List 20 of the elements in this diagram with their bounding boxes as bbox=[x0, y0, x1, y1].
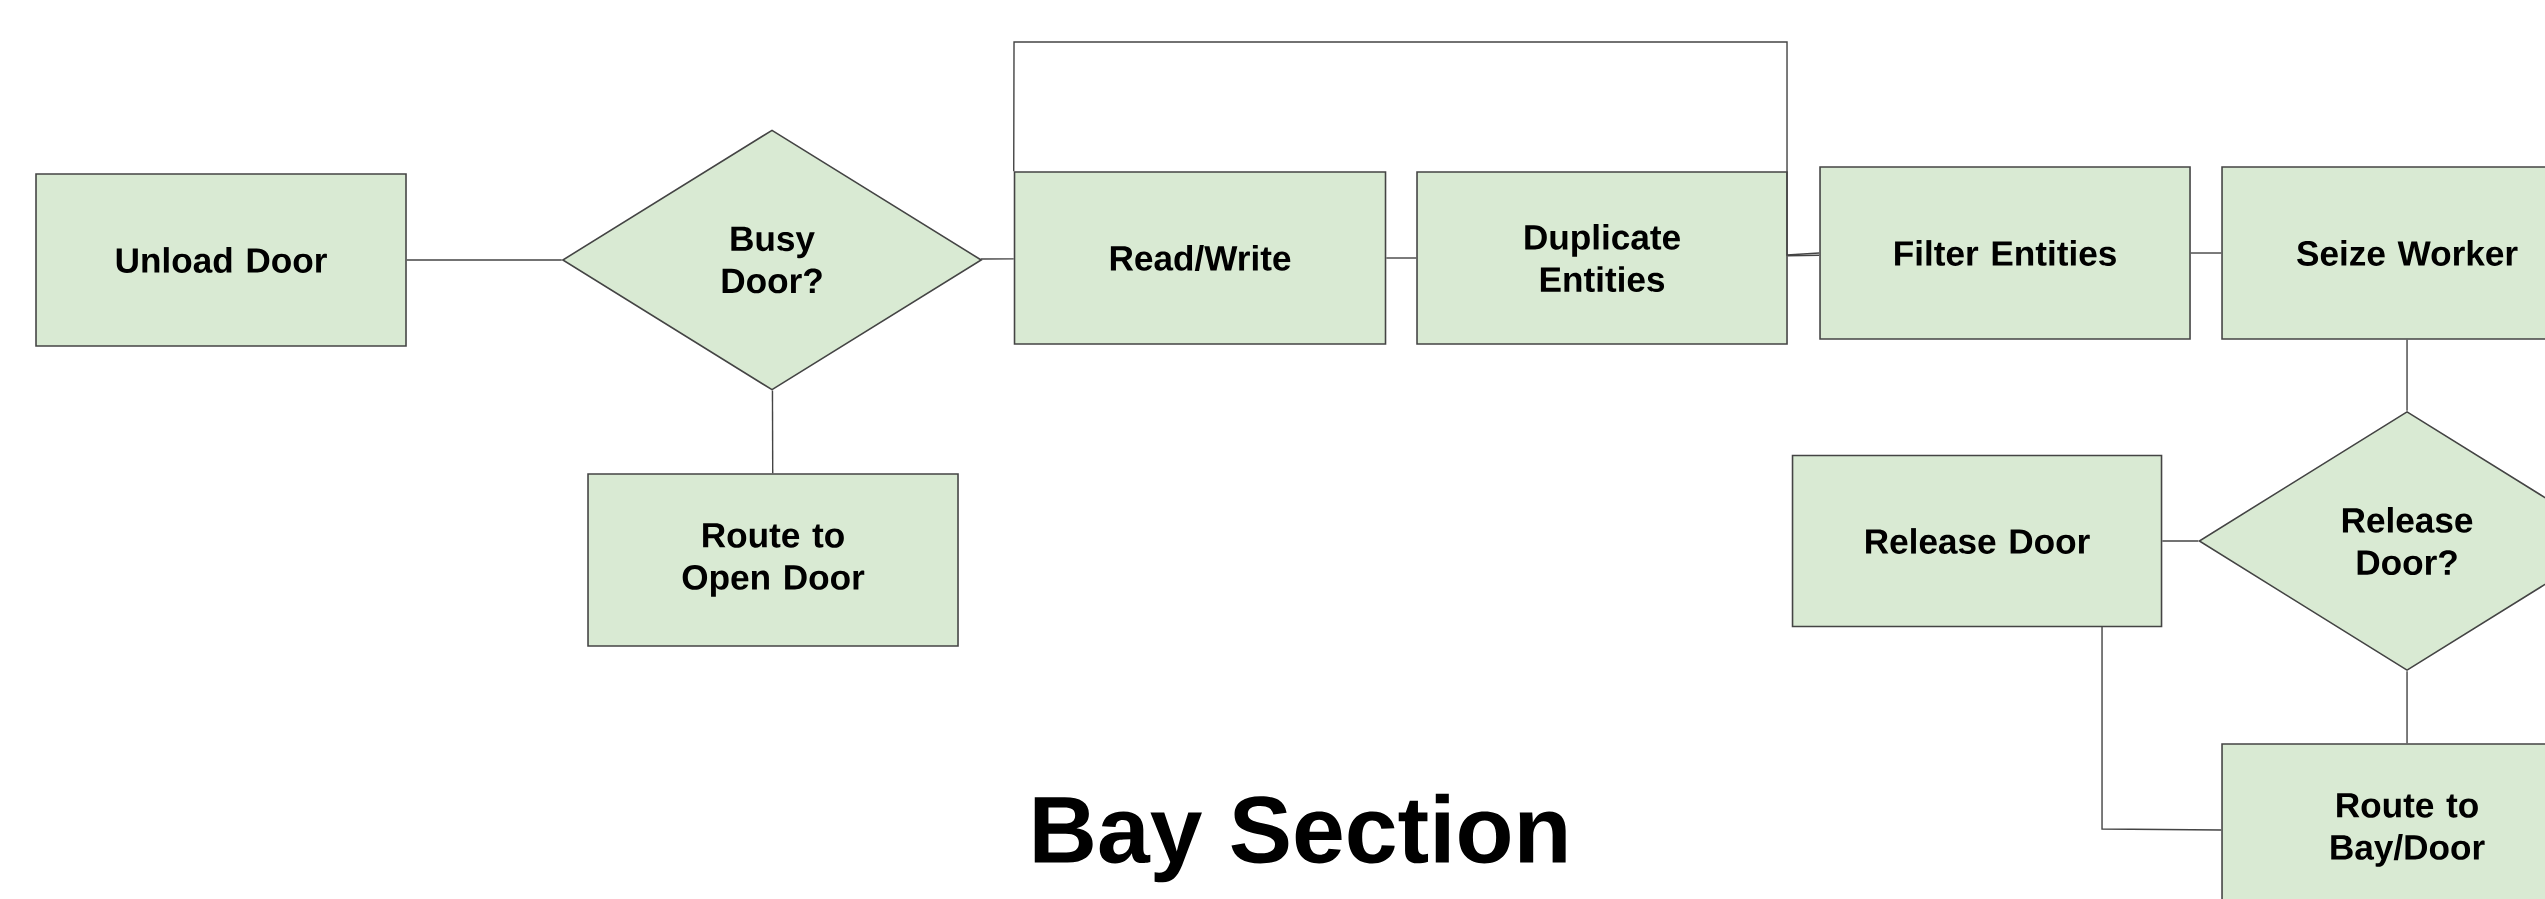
process-box: Duplicate Entities bbox=[1416, 171, 1788, 345]
connector-line bbox=[2161, 540, 2199, 542]
connector-line bbox=[2406, 670, 2408, 744]
connector-line bbox=[2101, 626, 2222, 831]
process-box: Filter Entities bbox=[1819, 166, 2191, 340]
connector-line bbox=[1385, 257, 1417, 259]
connector-line bbox=[1787, 254, 1820, 257]
connector-line bbox=[2406, 339, 2408, 412]
process-box: Seize Worker bbox=[2221, 166, 2545, 340]
connector-line bbox=[2190, 252, 2222, 254]
connector-line bbox=[1013, 41, 1820, 256]
process-box: Read/Write bbox=[1013, 171, 1387, 345]
connector-line bbox=[406, 259, 563, 261]
process-box: Route to Open Door bbox=[587, 473, 959, 647]
process-box: Unload Door bbox=[35, 173, 407, 347]
connector-line bbox=[771, 389, 774, 474]
process-box: Release Door bbox=[1791, 454, 2163, 628]
title: Bay Section bbox=[1034, 793, 1566, 883]
process-box: Route to Bay/Door bbox=[2221, 743, 2545, 899]
connector-line bbox=[980, 258, 1015, 260]
